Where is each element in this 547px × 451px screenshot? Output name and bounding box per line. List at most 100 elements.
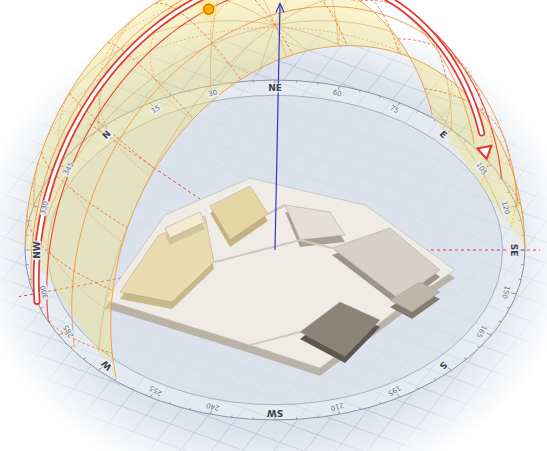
ring-tick [434, 379, 436, 381]
ring-tick [521, 264, 524, 265]
sun-glow [196, 0, 222, 22]
degree-number: 210 [328, 401, 345, 412]
building-roof [390, 282, 440, 312]
compass-direction: NW [32, 240, 41, 259]
sun-path-line [31, 0, 474, 285]
degree-number: 300 [39, 284, 50, 301]
sun-path-arrow [36, 0, 491, 301]
ring-tick [397, 394, 400, 397]
ring-tick [26, 264, 29, 265]
hour-line [108, 42, 194, 118]
arrow-core [36, 0, 482, 301]
ring-tick [132, 388, 134, 390]
ring-tick [317, 83, 319, 85]
degree-number: 345 [62, 161, 76, 178]
degree-number: 165 [474, 323, 488, 340]
hour-line [313, 0, 399, 53]
degree-number: 285 [62, 323, 76, 340]
ring-tick [58, 333, 63, 335]
ring-tick [70, 346, 72, 347]
ring-tick [511, 293, 516, 295]
ring-tick [338, 411, 339, 415]
degree-number: 75 [388, 104, 401, 116]
ring-tick [379, 402, 380, 404]
compass-direction: W [99, 357, 114, 372]
azimuth-line [98, 25, 275, 370]
sun-marker [196, 0, 222, 22]
compass-direction: N [100, 129, 113, 142]
ring-tick [359, 90, 360, 92]
azimuth-line [34, 25, 275, 294]
ring-tick [499, 320, 502, 322]
building-roof [285, 205, 345, 240]
sun-path-band [25, 0, 525, 414]
degree-number: 120 [500, 200, 511, 217]
building-roof [210, 186, 268, 240]
degree-number: 255 [147, 383, 164, 397]
sun-path-line [111, 46, 525, 378]
arrow-outline [36, 0, 482, 301]
ring-tick [231, 415, 233, 417]
ring-tick [275, 416, 276, 420]
azimuth-line [34, 21, 275, 206]
road-line [268, 205, 285, 214]
azimuth-line [210, 25, 275, 414]
azimuth-line [275, 21, 516, 206]
ring-tick [189, 408, 190, 410]
slab-top [105, 178, 455, 368]
degree-number: 240 [205, 401, 222, 412]
building-model [105, 178, 455, 376]
azimuth-line [98, 0, 275, 130]
sun-dot [204, 4, 214, 14]
azimuth-line [275, 0, 340, 86]
ring-tick [296, 417, 297, 419]
building-roof [165, 212, 205, 238]
ring-tick [507, 307, 510, 309]
ring-tick [477, 346, 479, 347]
hour-line [69, 93, 155, 169]
axis-line [275, 4, 280, 250]
hour-line [48, 322, 112, 353]
ring-tick [487, 333, 492, 335]
ring-tick [210, 411, 211, 415]
altitude-circle [150, 0, 400, 140]
ring-tick [98, 368, 102, 371]
azimuth-line [275, 25, 340, 414]
degree-number: 60 [330, 89, 342, 99]
ring-tick [518, 279, 521, 280]
ring-tick [359, 408, 360, 410]
ring-tick [317, 415, 319, 417]
compass-direction: S [437, 358, 449, 370]
arrow-head [478, 146, 492, 159]
ring-tick [114, 379, 116, 381]
azimuth-line [275, 25, 516, 294]
degree-number: 15 [149, 104, 162, 116]
road-line [215, 240, 332, 262]
ring-tick [379, 96, 380, 98]
azimuth-line [275, 25, 452, 370]
ring-tick [417, 388, 419, 390]
building-roof [300, 302, 380, 356]
compass-direction: E [437, 129, 449, 141]
compass-direction: NE [267, 83, 283, 92]
azimuth-line [275, 0, 452, 130]
sun-path-line [25, 0, 432, 244]
degree-number: 30 [207, 89, 219, 99]
ring-tick [169, 402, 170, 404]
degree-number: 330 [39, 200, 50, 217]
degree-number: 195 [386, 383, 403, 397]
degree-number: 150 [500, 284, 511, 301]
road-line [250, 332, 300, 345]
ring-tick [83, 358, 85, 359]
ring-tick [40, 307, 43, 309]
ring-tick [296, 81, 297, 83]
ring-tick [397, 103, 400, 106]
ring-tick [253, 81, 254, 83]
compass-direction: SW [266, 408, 284, 417]
ring-tick [417, 111, 419, 113]
ring-tick [338, 86, 339, 90]
